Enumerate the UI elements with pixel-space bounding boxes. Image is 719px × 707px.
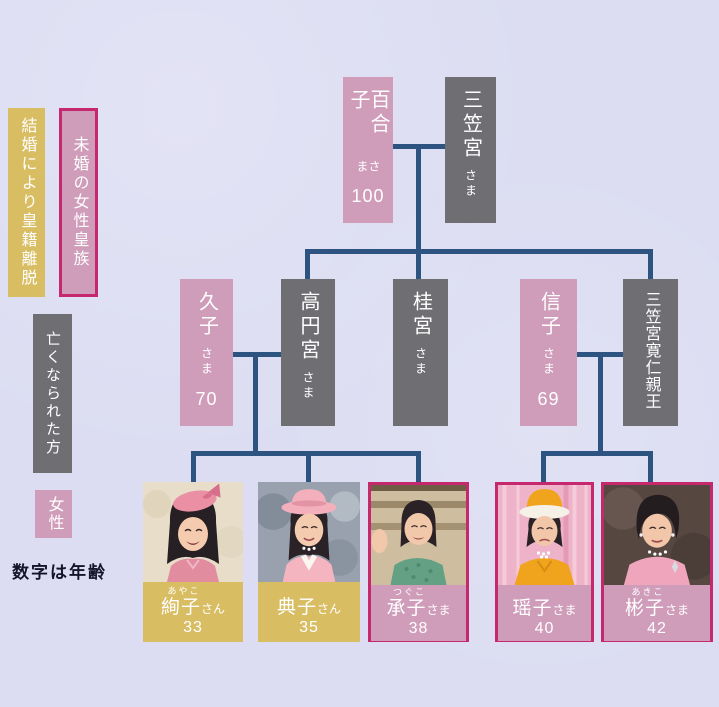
person-name: 彬子さま [624,598,690,620]
person-age: 100 [351,186,385,206]
person-age: 70 [195,389,218,409]
furigana: あきこ [631,587,665,597]
photo-ayako-illustration [143,482,243,582]
person-card-akiko: あきこ 彬子さま 42 [601,482,713,642]
person-suffix: さま [413,347,428,377]
person-card-tsuguko: つぐこ 承子さま 38 [368,482,469,642]
legend-female: 女性 [35,490,72,538]
photo-yoko-illustration [498,485,591,585]
person-suffix: さま [355,159,381,175]
person-box-hisako: 久子 さま 70 [180,279,233,426]
person-name: 瑶子さま [512,598,577,619]
person-suffix: さん [201,601,226,616]
photo-yoko [498,485,591,585]
legend-female-label: 女性 [45,496,63,532]
person-age: 35 [299,619,319,637]
legend-deceased-label: 亡くなられた方 [44,330,61,457]
person-name: 三笠宮寛仁親王 [642,291,660,410]
person-age: 42 [647,620,667,638]
person-name: 承子さま [386,598,451,620]
person-suffix: さま [426,603,451,618]
photo-noriko-illustration [258,482,360,582]
person-age: 69 [537,389,560,409]
person-box-tomohito: 三笠宮寛仁親王 [623,279,678,426]
photo-noriko [258,482,360,582]
person-card-yoko: 瑶子さま 40 [495,482,594,642]
person-suffix: さま [552,603,577,617]
person-name: 三笠宮 [459,89,482,161]
photo-ayako [143,482,243,582]
person-label-ayako: あやこ 絢子さん 33 [143,582,243,642]
furigana: つぐこ [392,587,426,597]
person-label-noriko: 典子さん 35 [258,582,360,642]
photo-akiko-illustration [604,485,710,585]
person-suffix: さま [665,603,690,618]
photo-akiko [604,485,710,585]
person-suffix: さま [301,371,315,401]
person-name: 高円宮 [297,291,319,363]
person-age: 38 [408,620,429,638]
legend-married-out-label: 結婚により皇籍離脱 [18,117,36,288]
children-line-right [541,451,653,456]
drop-line-yoko [541,451,546,484]
drop-line-tomohito [648,249,653,281]
legend-deceased: 亡くなられた方 [33,314,72,473]
person-suffix: さま [463,169,478,199]
legend-unmarried-female: 未婚の女性皇族 [59,108,98,297]
person-name: 桂宮 [409,291,432,339]
person-card-noriko: 典子さん 35 [258,482,360,642]
person-box-mikasa: 三笠宮 さま [445,77,496,223]
person-name: 久子 [195,291,218,339]
age-note: 数字は年齢 [12,563,107,582]
descent-line-right-family [598,352,603,455]
person-name: 信子 [537,291,560,339]
descent-line-center [416,144,421,281]
person-name: 典子さん [276,596,342,618]
person-name: 絢子さん [160,596,226,618]
person-card-ayako: あやこ 絢子さん 33 [143,482,243,642]
furigana: あやこ [167,585,201,596]
person-box-takamado: 高円宮 さま [281,279,335,426]
person-label-akiko: あきこ 彬子さま 42 [604,585,710,642]
person-name: 百合子 [347,89,389,137]
legend-unmarried-female-label: 未婚の女性皇族 [70,136,88,269]
person-suffix: さま [541,347,556,377]
person-suffix: さま [199,347,214,377]
person-suffix: さん [317,601,342,616]
drop-line-ayako [191,451,196,484]
person-box-katsura: 桂宮 さま [393,279,448,426]
descent-line-left-family [253,352,258,455]
photo-tsuguko [371,485,466,585]
person-age: 33 [183,619,203,637]
drop-line-akiko [648,451,653,484]
person-age: 40 [534,620,555,638]
drop-line-takamado [305,249,310,281]
sibling-line-gen2 [305,249,653,254]
legend-married-out: 結婚により皇籍離脱 [8,108,45,297]
person-box-nobuko: 信子 さま 69 [520,279,577,426]
photo-tsuguko-illustration [371,485,466,585]
drop-line-noriko [306,451,311,484]
person-label-tsuguko: つぐこ 承子さま 38 [371,585,466,642]
person-label-yoko: 瑶子さま 40 [498,585,591,642]
drop-line-tsuguko [416,451,421,484]
person-box-yuriko: 百合子 さま 100 [343,77,393,223]
